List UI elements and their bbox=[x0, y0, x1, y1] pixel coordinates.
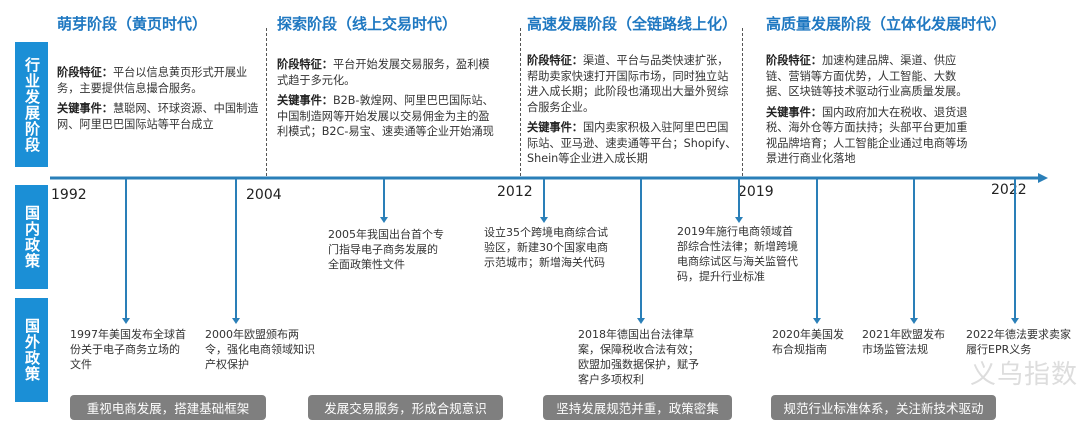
year-1992: 1992 bbox=[51, 187, 87, 203]
arrow-2000 bbox=[232, 178, 239, 324]
foreign-policy-1997: 1997年美国发布全球首份关于电子商务立场的文件 bbox=[70, 328, 186, 371]
stage-title-1: 萌芽阶段（黄页时代） bbox=[57, 15, 208, 33]
arrow-2019 bbox=[735, 178, 742, 223]
timeline-axis bbox=[50, 173, 1048, 183]
watermark: 义乌指数 bbox=[970, 360, 1079, 390]
stage-desc-2: 阶段特征：平台开始发展交易服务，盈利模式趋于多元化。 关键事件：B2B-敦煌网、… bbox=[277, 58, 494, 138]
arrow-1997 bbox=[122, 178, 129, 324]
arrow-2021 bbox=[910, 178, 917, 324]
stage-desc-1: 阶段特征：平台以信息黄页形式开展业务，主要提供信息撮合服务。 关键事件：慧聪网、… bbox=[57, 66, 259, 131]
foreign-policy-2020: 2020年美国发布合规指南 bbox=[772, 328, 844, 356]
stage-desc-3: 阶段特征：渠道、平台与品类快速扩张，帮助卖家快速打开国际市场，同时独立站进入成长… bbox=[527, 54, 737, 165]
arrow-2018 bbox=[637, 178, 644, 324]
stage-divider bbox=[266, 28, 267, 176]
arrow-2005 bbox=[380, 178, 387, 223]
year-2022: 2022 bbox=[991, 182, 1027, 198]
stage-title-3: 高速发展阶段（全链路线上化） bbox=[527, 15, 738, 33]
year-2019: 2019 bbox=[738, 184, 774, 200]
foreign-policy-2000: 2000年欧盟颁布两令，强化电商领域知识产权保护 bbox=[205, 328, 315, 371]
foreign-policy-2021: 2021年欧盟发布市场监管法规 bbox=[862, 328, 945, 356]
foreign-policy-2022: 2022年德法要求卖家履行EPR义务 bbox=[966, 328, 1071, 356]
label-domestic-policy: 国内政策 bbox=[15, 185, 48, 289]
stage-desc-4: 阶段特征：加速构建品牌、渠道、供应链、营销等方面优势，人工智能、大数据、区块链等… bbox=[766, 54, 968, 165]
summary-stage-3: 坚持发展规范并重，政策密集 bbox=[543, 395, 732, 420]
domestic-policy-2019: 2019年施行电商领域首部综合性法律；新增跨境电商综试区与海关监管代码，提升行业… bbox=[677, 225, 798, 283]
arrow-2022 bbox=[1011, 178, 1018, 324]
label-industry-stage: 行业发展阶段 bbox=[15, 42, 48, 167]
year-2004: 2004 bbox=[246, 187, 282, 203]
summary-stage-2: 发展交易服务，形成合规意识 bbox=[308, 395, 503, 420]
foreign-policy-2018: 2018年德国出台法律草案，保障税收合法有效；欧盟加强数据保护，赋予客户多项权利 bbox=[578, 328, 699, 386]
stage-divider bbox=[742, 28, 743, 176]
stage-title-2: 探索阶段（线上交易时代） bbox=[277, 15, 458, 33]
stage-title-4: 高质量发展阶段（立体化发展时代） bbox=[766, 15, 1007, 33]
summary-stage-4: 规范行业标准体系，关注新技术驱动 bbox=[771, 395, 996, 420]
domestic-policy-2005: 2005年我国出台首个专门指导电子商务发展的全面政策性文件 bbox=[328, 228, 444, 271]
arrow-2012 bbox=[540, 178, 547, 223]
summary-stage-1: 重视电商发展，搭建基础框架 bbox=[70, 395, 266, 420]
label-foreign-policy: 国外政策 bbox=[15, 298, 48, 402]
year-2012: 2012 bbox=[497, 184, 533, 200]
stage-divider bbox=[520, 28, 521, 176]
arrow-2020 bbox=[813, 178, 820, 324]
domestic-policy-2012: 设立35个跨境电商综合试验区，新建30个国家电商示范城市；新增海关代码 bbox=[484, 226, 608, 269]
